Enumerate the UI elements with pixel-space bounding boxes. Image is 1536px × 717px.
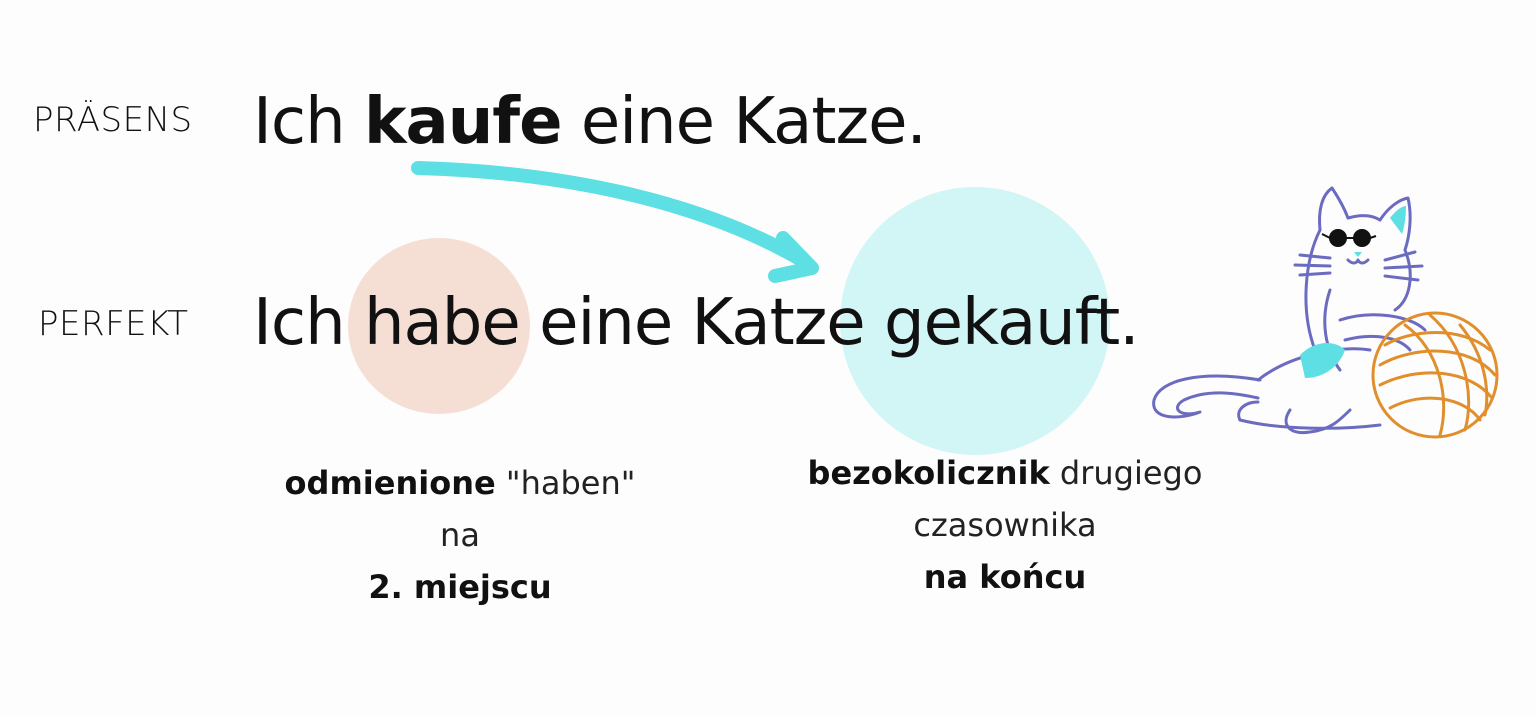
- sentence-perfekt-aux: habe: [363, 286, 521, 360]
- caption-participle-text: drugiego: [1049, 454, 1203, 492]
- caption-aux: odmienione "haben" na 2. miejscu: [240, 457, 680, 613]
- sentence-praesens-post: eine Katze.: [561, 85, 927, 159]
- sentence-perfekt-pre: Ich: [253, 286, 364, 360]
- label-perfekt: PERFEKT: [38, 304, 189, 344]
- caption-participle-line2: czasownika: [913, 506, 1097, 544]
- caption-aux-line1: odmienione "haben": [240, 457, 680, 509]
- sentence-perfekt-mid: eine Katze: [519, 286, 884, 360]
- caption-participle-line1: bezokolicznik drugiego: [760, 447, 1250, 499]
- caption-aux-text: "haben": [495, 464, 636, 502]
- highlight-circle-participle: [840, 187, 1110, 455]
- caption-aux-line2: na: [440, 516, 480, 554]
- cat-with-yarn-icon: [1152, 186, 1499, 439]
- caption-participle-line3: na końcu: [923, 558, 1087, 596]
- sentence-praesens-verb: kaufe: [363, 85, 563, 159]
- sentence-praesens: Ich kaufe eine Katze.: [253, 85, 927, 159]
- sentence-perfekt: Ich habe eine Katze gekauft.: [253, 286, 1140, 360]
- sentence-perfekt-participle: gekauft.: [884, 286, 1140, 360]
- caption-participle: bezokolicznik drugiego czasownika na koń…: [760, 447, 1250, 603]
- caption-aux-bold: odmienione: [284, 464, 496, 502]
- caption-aux-line3: 2. miejscu: [368, 568, 552, 606]
- sentence-praesens-pre: Ich: [253, 85, 364, 159]
- label-praesens: PRÄSENS: [33, 100, 193, 140]
- caption-participle-bold: bezokolicznik: [807, 454, 1050, 492]
